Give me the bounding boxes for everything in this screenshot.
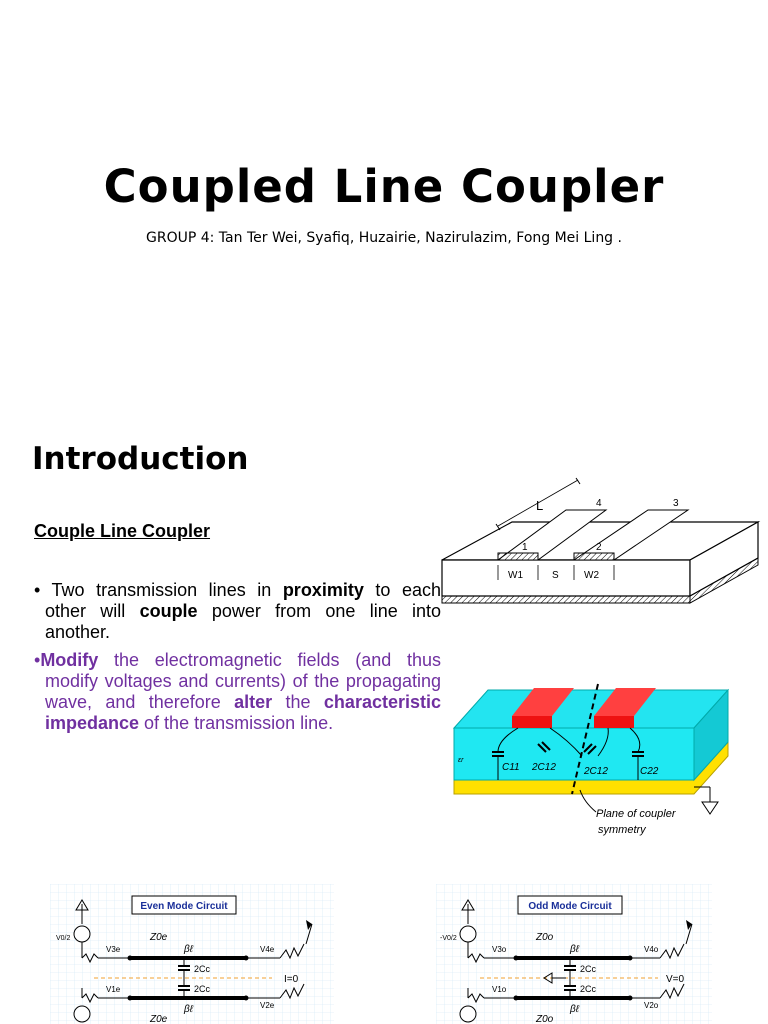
even-v1-label: V1e	[106, 985, 121, 994]
odd-mode-circuit-figure: Odd Mode Circuit -V0/2 2Cc 2Cc Z0o βℓ βℓ…	[436, 884, 712, 1024]
even-condition-label: I=0	[284, 974, 299, 985]
even-z0-label: Z0e	[149, 932, 168, 943]
odd-bl-bot-label: βℓ	[569, 1004, 580, 1015]
c11-label: C11	[502, 762, 520, 773]
coupled-line-geometry-figure: L 1 2 3 4 W1 S W2	[441, 477, 761, 604]
slide-subtitle: GROUP 4: Tan Ter Wei, Syafiq, Huzairie, …	[146, 230, 622, 246]
plane-label-line1: Plane of coupler	[596, 808, 677, 820]
bullet-text: of the transmission line.	[139, 713, 334, 733]
dim-label-l: L	[536, 498, 543, 513]
bullet-bold-characteristic: characteristic	[323, 692, 441, 712]
even-cap-top-label: 2Cc	[194, 964, 211, 974]
c12a-label: 2C12	[531, 762, 556, 773]
even-mode-circuit-figure: Even Mode Circuit V0/2 2Cc 2Cc Z0e βℓ βℓ…	[50, 884, 334, 1024]
bullet-bold-proximity: proximity	[282, 580, 364, 600]
odd-z0b-label: Z0o	[535, 1014, 554, 1024]
odd-bl-top-label: βℓ	[569, 944, 580, 955]
port-label-4: 4	[596, 498, 602, 509]
port-label-1: 1	[522, 542, 528, 553]
dim-label-w1: W1	[508, 570, 523, 581]
bullet-text: the electromagnetic fields (and thus mod…	[45, 650, 441, 712]
even-cap-bot-label: 2Cc	[194, 984, 211, 994]
bullet-text: to each other will	[45, 580, 441, 621]
even-bl-top-label: βℓ	[183, 944, 194, 955]
odd-mode-label: Odd Mode Circuit	[528, 901, 612, 912]
odd-z0-label: Z0o	[535, 932, 554, 943]
even-src-label: V0/2	[56, 935, 71, 942]
bullet-bold-modify: Modify	[40, 650, 99, 670]
bullet-text: power from one line into another.	[45, 601, 441, 642]
even-v3-label: V3e	[106, 945, 121, 954]
even-mode-label: Even Mode Circuit	[140, 901, 228, 912]
bullet-marker: •	[34, 580, 41, 600]
bullet-text: Two transmission lines in	[40, 580, 283, 600]
dim-label-w2: W2	[584, 570, 599, 581]
odd-cap-bot-label: 2Cc	[580, 984, 597, 994]
er-label: εr	[458, 757, 464, 764]
bullet-bold-impedance: impedance	[45, 713, 140, 733]
even-bl-bot-label: βℓ	[183, 1004, 194, 1015]
even-v2-label: V2e	[260, 1001, 275, 1010]
dim-label-s: S	[552, 570, 559, 581]
odd-cap-top-label: 2Cc	[580, 964, 597, 974]
odd-v4-label: V4o	[644, 945, 659, 954]
bullet-modify: •Modify the electromagnetic fields (and …	[34, 650, 441, 734]
bullet-proximity: • Two transmission lines in proximity to…	[34, 580, 441, 643]
intro-heading: Introduction	[32, 441, 249, 477]
section-subheading: Couple Line Coupler	[34, 521, 211, 541]
odd-condition-label: V=0	[666, 974, 685, 985]
even-z0b-label: Z0e	[149, 1014, 168, 1024]
odd-v3-label: V3o	[492, 945, 507, 954]
even-v4-label: V4e	[260, 945, 275, 954]
odd-v2-label: V2o	[644, 1001, 659, 1010]
odd-src-label: -V0/2	[440, 935, 457, 942]
port-label-3: 3	[673, 498, 679, 509]
port-label-2: 2	[596, 542, 602, 553]
odd-v1-label: V1o	[492, 985, 507, 994]
c22-label: C22	[640, 766, 659, 777]
slide-title: Coupled Line Coupler	[103, 160, 665, 213]
bullet-marker: •	[34, 650, 41, 670]
bullet-bold-alter: alter	[234, 692, 273, 712]
c12b-label: 2C12	[583, 766, 608, 777]
bullet-text: the	[272, 692, 324, 712]
plane-label-line2: symmetry	[598, 824, 647, 836]
bullet-bold-couple: couple	[139, 601, 198, 621]
coupling-capacitance-figure: εr C11 2C12 2C12 C22 Plane of coupler sy…	[452, 683, 730, 836]
